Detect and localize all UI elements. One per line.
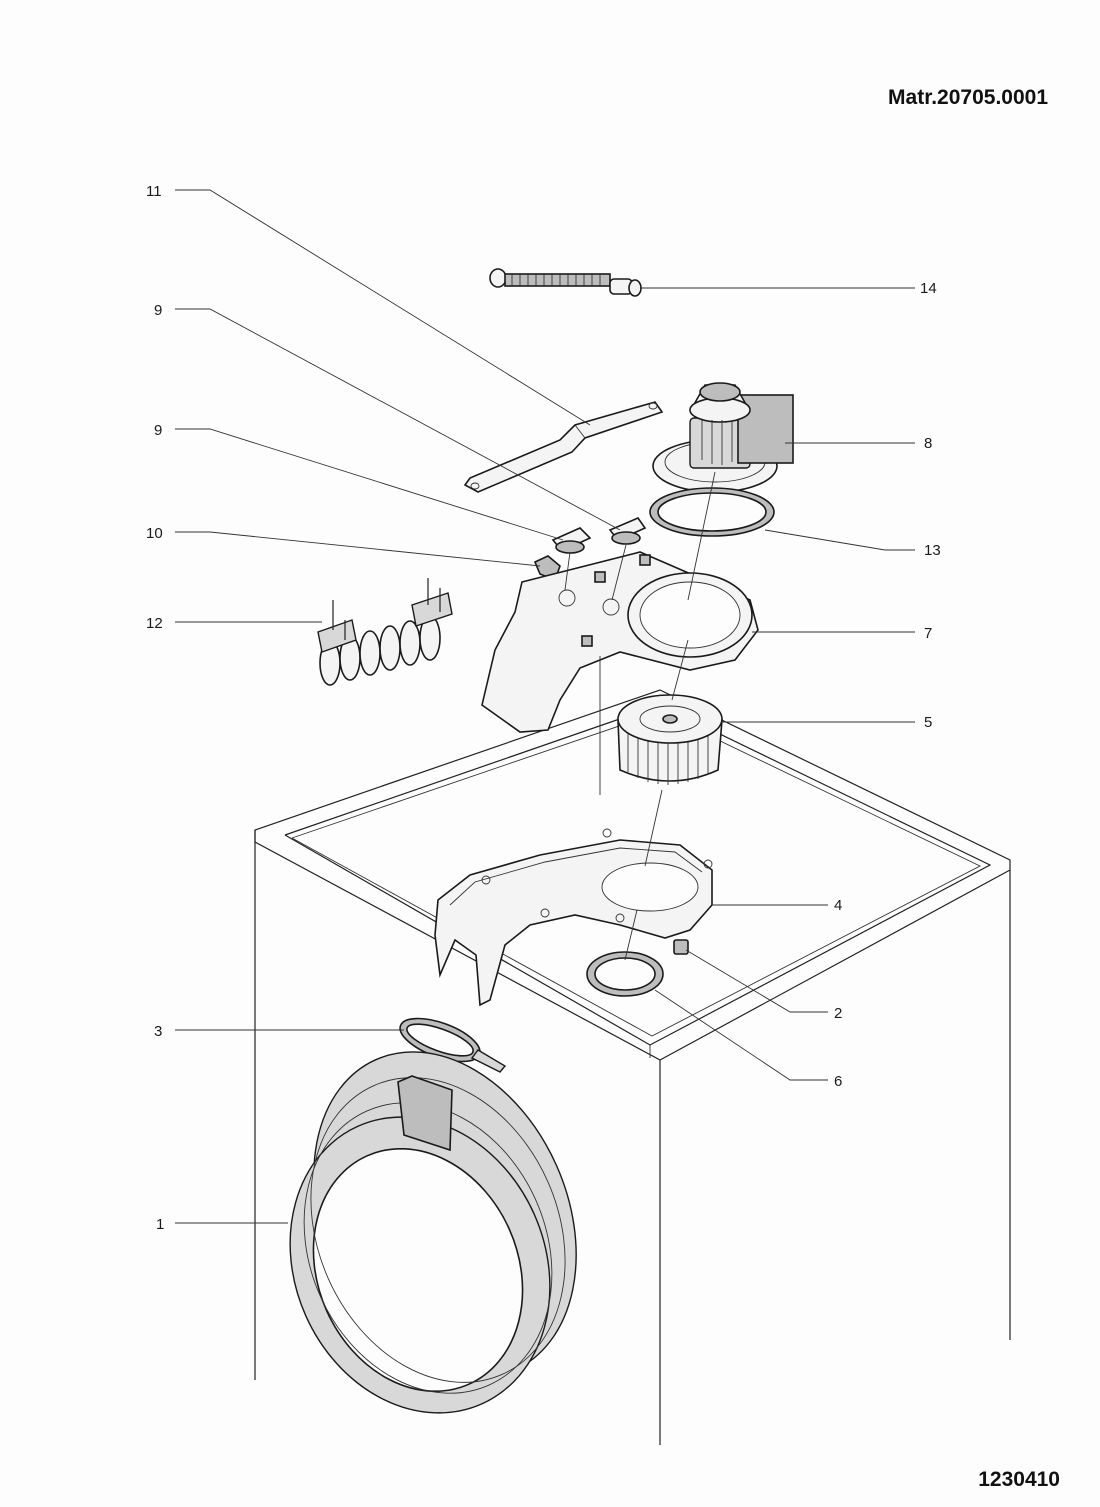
material-number: Matr.20705.0001 bbox=[888, 86, 1048, 109]
callout-6: 6 bbox=[834, 1073, 842, 1090]
part-8-motor bbox=[652, 382, 794, 493]
part-7-cover bbox=[481, 551, 759, 733]
callout-3: 3 bbox=[154, 1023, 162, 1040]
cabinet-outline bbox=[254, 689, 1011, 1445]
assembly-axis-lines bbox=[564, 471, 716, 961]
callout-5: 5 bbox=[924, 714, 932, 731]
callout-4: 4 bbox=[834, 897, 842, 914]
callout-9-lower: 9 bbox=[154, 422, 162, 439]
part-14-spring-rod bbox=[489, 268, 642, 297]
callout-7: 7 bbox=[924, 625, 932, 642]
part-2-screw bbox=[673, 939, 689, 955]
callout-12: 12 bbox=[146, 615, 163, 632]
part-4-fan-housing bbox=[434, 828, 713, 1007]
callout-1: 1 bbox=[156, 1216, 164, 1233]
callout-8: 8 bbox=[924, 435, 932, 452]
callout-11: 11 bbox=[146, 183, 162, 200]
callout-9-upper: 9 bbox=[154, 302, 162, 319]
part-12-heater-coil bbox=[317, 578, 453, 686]
part-6-seal-ring bbox=[586, 951, 664, 997]
part-9-clips bbox=[551, 517, 647, 554]
callout-2: 2 bbox=[834, 1005, 842, 1022]
callout-10: 10 bbox=[146, 525, 163, 542]
leader-lines bbox=[175, 189, 915, 1224]
part-13-gasket-ring bbox=[649, 487, 775, 537]
callout-14: 14 bbox=[920, 280, 937, 297]
part-1-door-bellows bbox=[289, 1051, 577, 1414]
part-5-fan-wheel bbox=[617, 694, 723, 785]
part-11-bracket bbox=[463, 401, 664, 493]
callout-numbers: 11 14 9 8 9 10 13 12 7 5 4 2 3 6 1 bbox=[146, 183, 941, 1233]
document-number: 1230410 bbox=[978, 1468, 1060, 1491]
callout-13: 13 bbox=[924, 542, 941, 559]
part-3-clamp bbox=[399, 1017, 507, 1073]
